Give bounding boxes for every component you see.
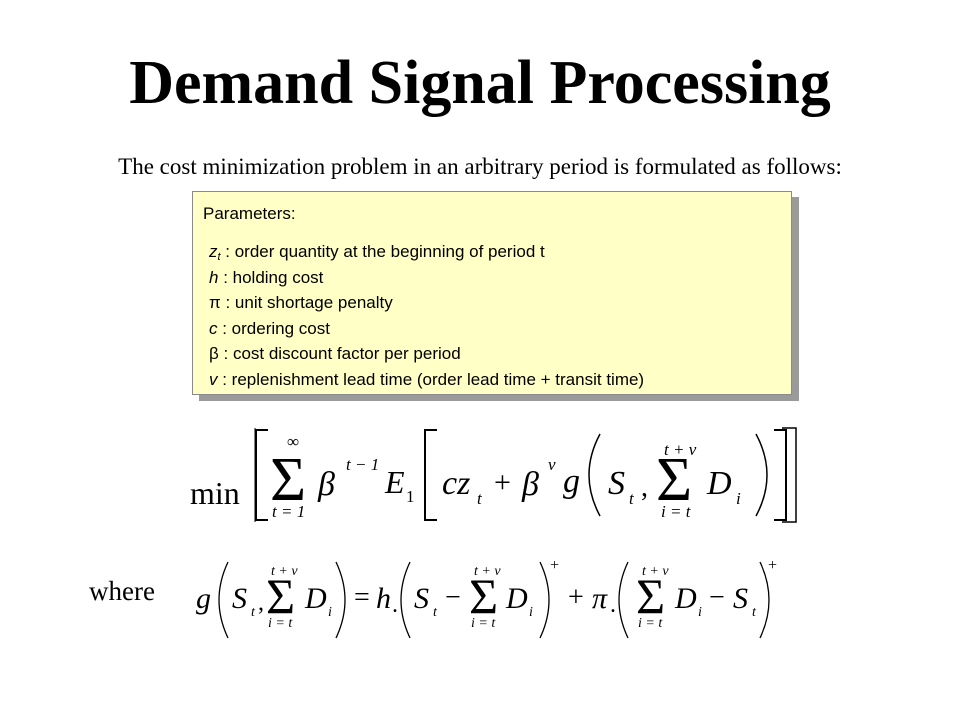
def-right-paren-1 [335, 561, 346, 639]
parameter-description: : unit shortage penalty [220, 293, 393, 313]
outer-right-bracket [782, 427, 797, 523]
parameter-symbol: h [209, 267, 219, 287]
def-left-paren-1 [218, 561, 229, 639]
def-dot-1: . [392, 592, 398, 618]
def-d-variable-2: D [505, 582, 528, 615]
beta-symbol: β [317, 466, 335, 503]
def-minus-2: − [709, 582, 725, 613]
sum-symbol: Σ [270, 446, 306, 514]
def-sum-lower-2: i = t [471, 616, 496, 631]
def-sum-symbol-3: Σ [636, 568, 665, 624]
expectation-subscript: 1 [406, 487, 415, 506]
parameter-item: c : ordering cost [209, 316, 644, 342]
def-h: h [376, 582, 391, 615]
plus-operator: + [494, 466, 511, 499]
def-s-subscript: t [251, 605, 256, 620]
parameter-item: π : unit shortage penalty [209, 290, 644, 316]
def-sum-symbol-2: Σ [469, 568, 498, 624]
beta-exponent-2: v [548, 455, 556, 474]
parameter-description: : holding cost [218, 267, 324, 287]
parameter-description: : cost discount factor per period [218, 344, 461, 364]
def-d-variable-3: D [674, 582, 697, 615]
comma: , [641, 472, 648, 503]
inner-sum-symbol: Σ [656, 446, 692, 514]
def-sum-symbol-1: Σ [266, 568, 295, 624]
def-equals: = [354, 582, 370, 613]
parameter-item: v : replenishment lead time (order lead … [209, 367, 644, 393]
parameters-heading: Parameters: [203, 204, 296, 223]
def-sum-upper-3: t + v [642, 564, 669, 579]
def-s-subscript-2: t [433, 605, 438, 620]
def-d-subscript-1: i [328, 605, 332, 620]
d-variable: D [706, 465, 732, 502]
g-function: g [563, 463, 580, 500]
where-label: where [89, 576, 155, 606]
def-d-variable-1: D [304, 582, 327, 615]
intro-text: The cost minimization problem in an arbi… [118, 154, 842, 179]
def-s-subscript-3: t [752, 605, 757, 620]
beta-exponent: t − 1 [346, 455, 379, 474]
parameter-symbol: π [209, 293, 221, 313]
parameters-box: Parameters: zt : order quantity at the b… [192, 191, 792, 395]
parameter-item: zt : order quantity at the beginning of … [209, 239, 644, 265]
inner-left-bracket [424, 429, 437, 521]
def-s-variable: S [232, 582, 247, 615]
inner-right-bracket [774, 429, 787, 521]
parameter-symbol: β [209, 344, 219, 364]
parameters-list: zt : order quantity at the beginning of … [209, 239, 644, 393]
cz-subscript: t [477, 489, 483, 508]
def-comma: , [258, 590, 264, 616]
def-g-function: g [196, 582, 211, 615]
parameter-description: : ordering cost [217, 318, 330, 338]
def-pi: π [592, 582, 608, 615]
def-right-paren-2 [539, 561, 550, 639]
def-dot-2: . [610, 592, 616, 618]
def-left-paren-3 [618, 561, 629, 639]
def-s-variable-3: S [733, 582, 748, 615]
def-sum-upper-2: t + v [474, 564, 501, 579]
def-sum-lower-3: i = t [638, 616, 663, 631]
sum-upper-limit: ∞ [287, 432, 299, 451]
sum-lower-limit: t = 1 [272, 502, 305, 521]
def-right-paren-3 [759, 561, 770, 639]
def-plus: + [568, 582, 584, 613]
parameter-subscript: t [217, 251, 221, 263]
def-sum-upper-1: t + v [271, 564, 298, 579]
slide-title: Demand Signal Processing [129, 49, 831, 117]
d-subscript: i [736, 489, 741, 508]
def-minus: − [445, 582, 461, 613]
def-left-paren-2 [400, 561, 411, 639]
parameter-symbol: c [209, 318, 218, 338]
beta-symbol-2: β [521, 466, 539, 503]
parameter-item: h : holding cost [209, 265, 644, 291]
inner-sum-lower-limit: i = t [661, 502, 692, 521]
parameter-description: : order quantity at the beginning of per… [220, 242, 545, 261]
parameter-description: : replenishment lead time (order lead ti… [217, 369, 645, 389]
outer-left-bracket [255, 429, 268, 521]
def-positive-part-2: + [768, 557, 777, 574]
s-variable: S [608, 465, 625, 502]
def-d-subscript-3: i [698, 605, 702, 620]
def-positive-part-1: + [550, 557, 559, 574]
min-operator: min [190, 475, 240, 511]
s-subscript: t [629, 489, 635, 508]
parameter-symbol: v [209, 369, 218, 389]
g-right-paren [755, 433, 768, 517]
def-s-variable-2: S [414, 582, 429, 615]
g-left-paren [588, 433, 601, 517]
parameter-item: β : cost discount factor per period [209, 341, 644, 367]
cz-term: cz [442, 465, 470, 502]
inner-sum-upper-limit: t + v [664, 440, 697, 459]
parameter-symbol: z [209, 242, 218, 261]
def-sum-lower-1: i = t [268, 616, 293, 631]
def-d-subscript-2: i [529, 605, 533, 620]
expectation-operator: E [384, 464, 405, 500]
